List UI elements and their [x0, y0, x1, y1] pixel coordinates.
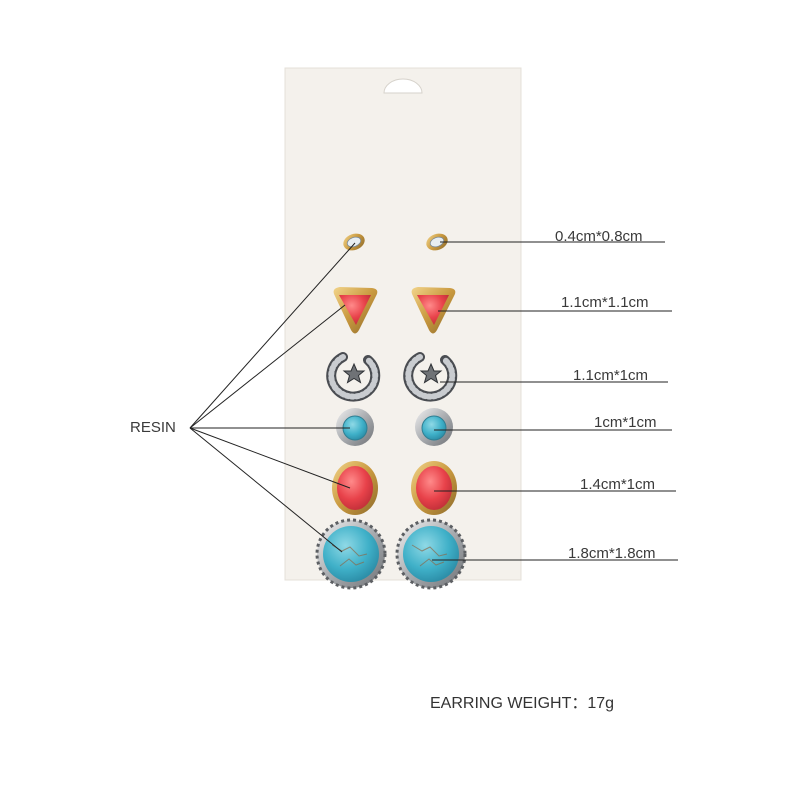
hang-hole	[383, 78, 423, 94]
earring-pair-row-6	[315, 518, 467, 590]
material-label: RESIN	[130, 419, 176, 436]
size-leader-lines	[432, 241, 678, 561]
earring-pair-row-5	[332, 461, 457, 515]
size-label-row-5: 1.4cm*1cm	[580, 476, 656, 493]
display-card	[284, 67, 522, 581]
earring-pair-row-1	[343, 233, 448, 251]
earring-pair-row-2	[333, 287, 456, 334]
earring-pair-row-4	[336, 408, 453, 446]
size-label-row-4: 1cm*1cm	[594, 414, 657, 431]
size-label-row-2: 1.1cm*1.1cm	[561, 294, 649, 311]
earring-pair-row-3	[326, 352, 458, 402]
resin-callout-lines	[189, 242, 356, 553]
size-label-row-6: 1.8cm*1.8cm	[568, 545, 656, 562]
earring-weight-text: EARRING WEIGHT：17g	[430, 695, 615, 712]
size-label-row-1: 0.4cm*0.8cm	[555, 228, 643, 245]
size-label-row-3: 1.1cm*1cm	[573, 367, 649, 384]
